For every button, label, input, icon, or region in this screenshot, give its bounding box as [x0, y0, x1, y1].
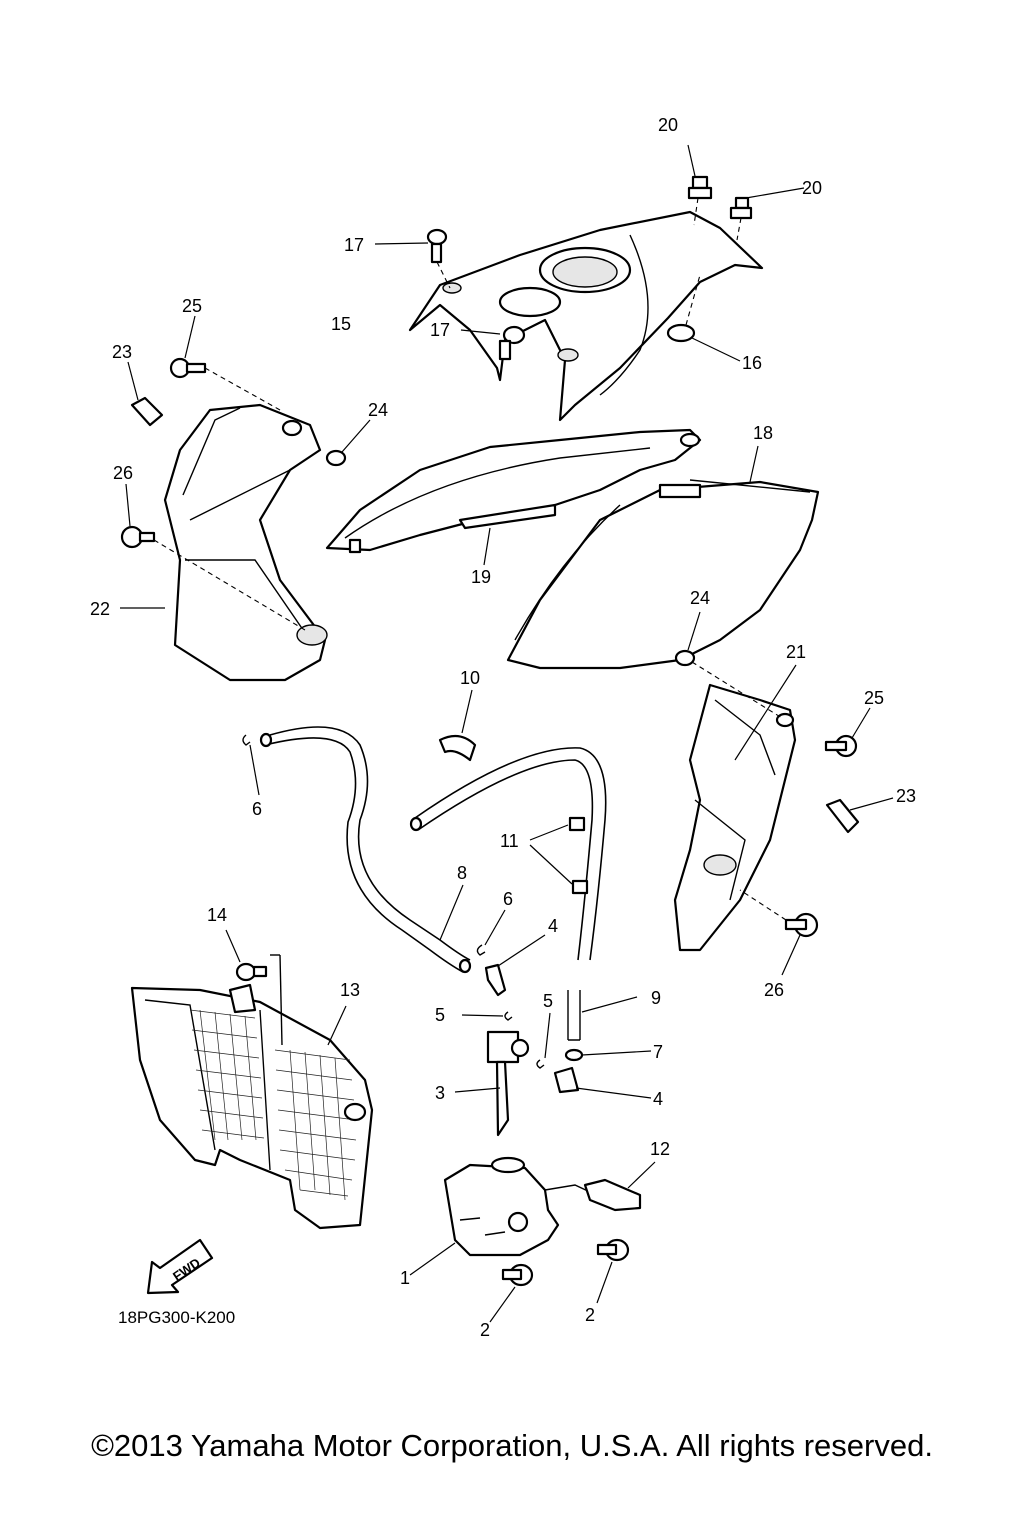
clamp-10 — [438, 689, 477, 762]
radiator-guard-13 — [130, 983, 374, 1230]
callout-21: 21 — [786, 642, 806, 662]
callout-11: 11 — [500, 831, 519, 851]
joint-4-upper — [484, 934, 546, 997]
callout-10: 10 — [460, 668, 480, 688]
bolt-14 — [225, 929, 283, 1046]
clip-5-right — [536, 1012, 551, 1069]
callout-16: 16 — [742, 353, 762, 373]
joint-4-lower — [553, 1066, 652, 1099]
callout-1: 1 — [400, 1268, 410, 1288]
callout-2: 2 — [480, 1320, 490, 1340]
callout-17: 17 — [344, 235, 364, 255]
callout-23: 23 — [896, 786, 916, 806]
callout-3: 3 — [435, 1083, 445, 1103]
tank-top-cover — [408, 210, 764, 422]
callout-12: 12 — [650, 1139, 670, 1159]
callout-20: 20 — [658, 115, 678, 135]
washer-24-right — [674, 611, 783, 719]
callout-15: 15 — [331, 314, 351, 334]
callout-14: 14 — [207, 905, 227, 925]
copyright-notice: ©2013 Yamaha Motor Corporation, U.S.A. A… — [91, 1428, 933, 1463]
washer-7 — [564, 1048, 652, 1062]
screw-17-mid — [460, 325, 526, 361]
clip-23-right — [825, 797, 894, 834]
damper-16 — [666, 274, 741, 362]
clip-23-left — [127, 361, 164, 427]
callout-4: 4 — [653, 1089, 663, 1109]
side-panel-19 — [325, 428, 702, 566]
forward-arrow-icon: FWD — [146, 1238, 214, 1295]
bolt-2-right — [596, 1238, 630, 1304]
callout-labels: 20 20 17 15 17 16 25 23 24 18 26 19 24 2… — [90, 115, 916, 1340]
callout-7: 7 — [653, 1042, 663, 1062]
callout-24: 24 — [368, 400, 388, 420]
callout-25: 25 — [182, 296, 202, 316]
callout-18: 18 — [753, 423, 773, 443]
diagram-code: 18PG300-K200 — [118, 1308, 236, 1327]
callout-13: 13 — [340, 980, 360, 1000]
callout-5: 5 — [435, 1005, 445, 1025]
left-shroud-22 — [120, 403, 328, 682]
bolt-26-left — [120, 483, 306, 631]
bolt-26-right — [739, 889, 819, 976]
callout-2: 2 — [585, 1305, 595, 1325]
clip-6-right — [476, 909, 506, 956]
washer-24-left — [325, 419, 371, 467]
callout-24: 24 — [690, 588, 710, 608]
callout-5: 5 — [543, 991, 553, 1011]
callout-25: 25 — [864, 688, 884, 708]
callout-17: 17 — [430, 320, 450, 340]
clip-5-left — [461, 1011, 513, 1021]
bolt-25-right — [824, 707, 871, 758]
side-cover-18 — [506, 445, 820, 670]
clip-6-left — [242, 734, 260, 796]
callout-26: 26 — [764, 980, 784, 1000]
clips-11 — [529, 816, 589, 895]
callout-20: 20 — [802, 178, 822, 198]
callout-9: 9 — [651, 988, 661, 1008]
radiator-mesh — [189, 1009, 357, 1201]
bolt-2-left — [489, 1263, 534, 1323]
callout-22: 22 — [90, 599, 110, 619]
hose-9 — [409, 747, 638, 1041]
callout-19: 19 — [471, 567, 491, 587]
reservoir-tank-1 — [409, 1156, 591, 1276]
callout-6: 6 — [252, 799, 262, 819]
fuel-cock-3 — [454, 1030, 530, 1137]
callout-6: 6 — [503, 889, 513, 909]
screw-17-top — [374, 228, 451, 289]
callout-8: 8 — [457, 863, 467, 883]
clip-20-left — [687, 144, 713, 226]
holder-12 — [583, 1161, 656, 1212]
callout-23: 23 — [112, 342, 132, 362]
hose-8 — [259, 726, 472, 974]
callout-4: 4 — [548, 916, 558, 936]
callout-26: 26 — [113, 463, 133, 483]
right-shroud-21 — [673, 664, 797, 952]
bolt-25-left — [169, 315, 281, 411]
clip-20-right — [729, 187, 805, 241]
